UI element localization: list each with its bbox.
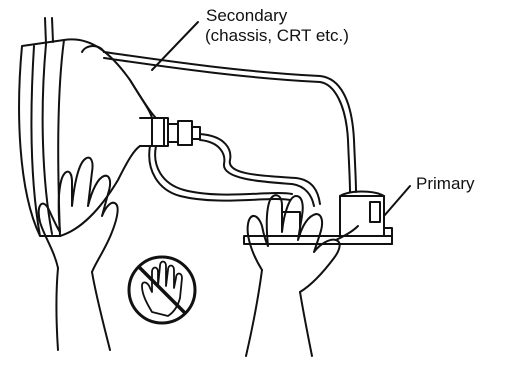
left-hand-icon [39,158,118,350]
right-hand-icon [246,195,358,356]
secondary-label: Secondary [206,6,287,26]
secondary-sublabel: (chassis, CRT etc.) [205,26,349,46]
cable-lines [104,52,356,206]
primary-label: Primary [416,174,475,194]
no-touch-prohibition-icon [129,257,195,323]
primary-leader-line [384,186,410,216]
